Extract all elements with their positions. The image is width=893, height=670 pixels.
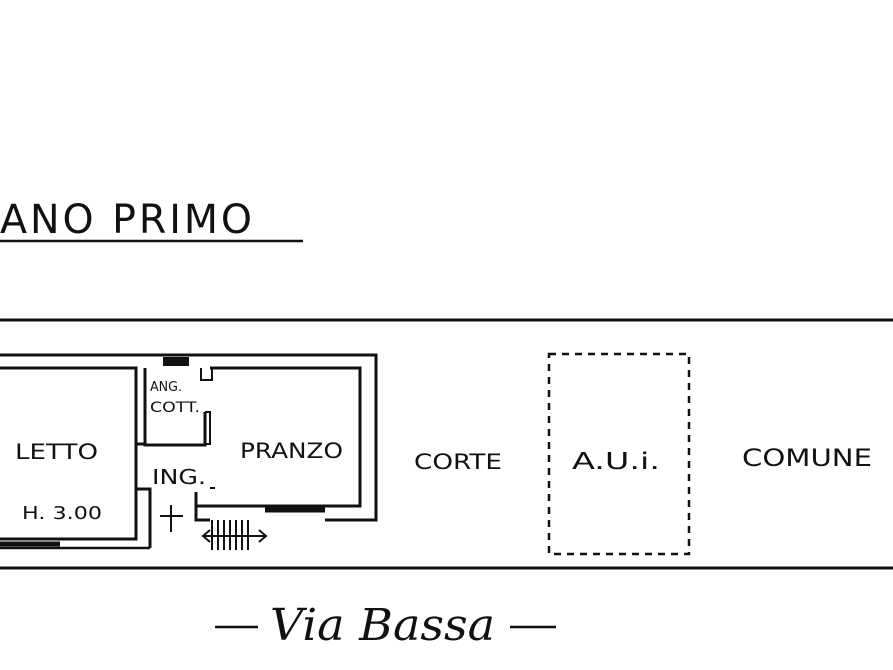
area-corte-label: CORTE: [414, 450, 502, 474]
stairs: [201, 520, 268, 550]
room-pranzo-label: PRANZO: [240, 439, 343, 463]
room-ing-label: ING.: [152, 465, 206, 489]
aui-area-outline: [547, 352, 691, 556]
room-height-label: H. 3.00: [22, 503, 102, 524]
entrance-marks: [160, 505, 183, 532]
plan-title: ANO PRIMO: [0, 197, 255, 243]
street-label: Via Bassa: [270, 600, 495, 651]
room-letto-label: LETTO: [15, 440, 98, 464]
room-cott-label: COTT.: [150, 400, 200, 416]
building-walls: [0, 353, 378, 550]
area-comune-label: COMUNE: [742, 444, 872, 472]
area-aui-label: A.U.i.: [572, 449, 660, 475]
room-ang-label: ANG.: [150, 380, 182, 395]
